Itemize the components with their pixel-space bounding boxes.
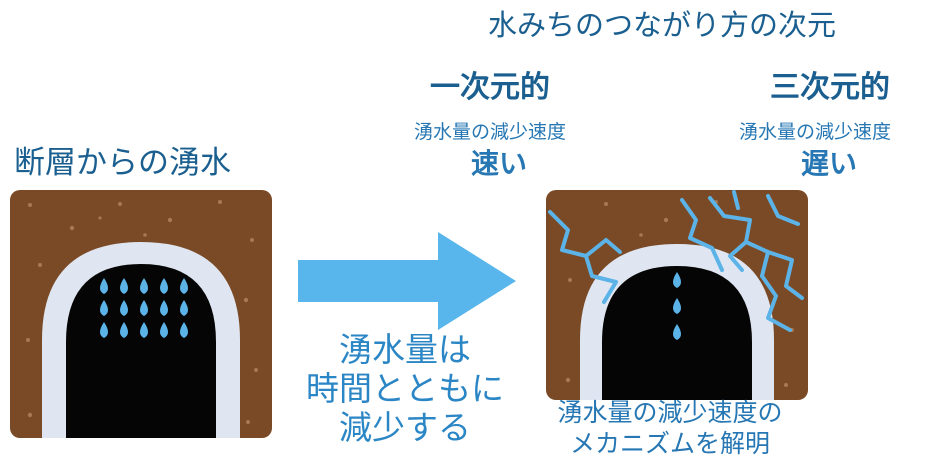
water-paths (548, 190, 804, 332)
conclusion-text: 湧水量の減少速度の メカニズムを解明 (520, 397, 820, 459)
decrease-over-time-text: 湧水量は 時間とともに 減少する (290, 330, 520, 447)
arrow-text-line-1: 湧水量は (339, 330, 471, 369)
soil-dots (26, 200, 258, 424)
one-dimensional-speed: 速い (471, 147, 528, 180)
three-dimensional-label: 三次元的 (770, 70, 890, 105)
three-dimensional-subtitle: 湧水量の減少速度 (739, 121, 892, 143)
arrow-text-line-3: 減少する (339, 408, 471, 447)
tunnel-right-illustration (546, 190, 808, 400)
water-drops (673, 272, 681, 340)
fault-water-label: 断層からの湧水 (14, 145, 231, 181)
time-arrow (298, 232, 516, 330)
conclusion-line-2: メカニズムを解明 (569, 429, 770, 458)
arrow-text-line-2: 時間とともに (306, 369, 504, 408)
diagram-title: 水みちのつながり方の次元 (488, 8, 837, 42)
one-dimensional-subtitle: 湧水量の減少速度 (414, 121, 567, 143)
tunnel-left-illustration (10, 190, 272, 438)
three-dimensional-speed: 遅い (801, 147, 858, 180)
conclusion-line-1: 湧水量の減少速度の (557, 398, 783, 427)
water-drops (100, 278, 188, 338)
one-dimensional-label: 一次元的 (430, 70, 550, 105)
